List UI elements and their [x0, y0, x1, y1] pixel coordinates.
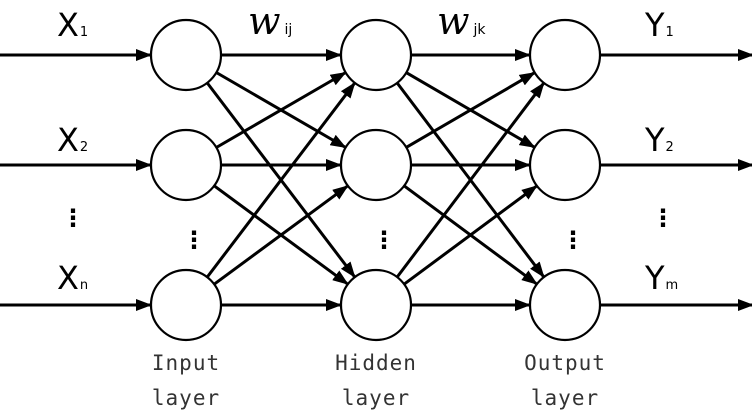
weight-symbol: w — [437, 0, 470, 43]
input-symbol: X — [57, 121, 79, 159]
connection-edge — [405, 71, 536, 149]
input-symbol: X — [57, 6, 79, 44]
connection-edge — [215, 71, 347, 149]
input-layer-caption-line2: layer — [152, 386, 220, 410]
output-ellipsis: ⋮ — [651, 204, 675, 232]
input-node-2 — [149, 128, 223, 202]
hidden-layer-caption-line2: layer — [342, 386, 410, 410]
input-symbol: X — [57, 259, 79, 297]
input-label-2: X2 — [57, 121, 88, 159]
layer-captions: Input layer Hidden layer Output layer — [152, 351, 606, 410]
connection-edge — [403, 185, 538, 286]
hidden-node-n — [339, 268, 413, 342]
input-arrows — [0, 49, 152, 311]
output-layer-caption-line1: Output — [524, 351, 606, 375]
output-layer-nodes — [528, 18, 602, 342]
output-node-1 — [528, 18, 602, 92]
output-labels: Y1 Y2 Ym — [644, 6, 678, 297]
weight-symbol: w — [248, 0, 281, 43]
connections — [206, 49, 545, 311]
hidden-node-ellipsis: ⋮ — [372, 226, 396, 254]
input-subscript: n — [80, 278, 88, 293]
hidden-node-2 — [339, 128, 413, 202]
output-symbol: Y — [644, 259, 665, 297]
connection-edge — [213, 185, 349, 286]
output-node-ellipsis: ⋮ — [561, 226, 585, 254]
output-node-2 — [528, 128, 602, 202]
output-subscript: 2 — [666, 140, 674, 155]
input-subscript: 2 — [80, 140, 88, 155]
output-label-2: Y2 — [644, 121, 674, 159]
hidden-node-1 — [339, 18, 413, 92]
input-node-ellipsis: ⋮ — [182, 226, 206, 254]
input-labels: X1 X2 Xn — [57, 6, 88, 297]
input-node-1 — [149, 18, 223, 92]
input-label-n: Xn — [57, 259, 88, 297]
hidden-layer-nodes — [339, 18, 413, 342]
input-layer-nodes — [149, 18, 223, 342]
output-layer-caption-line2: layer — [531, 386, 599, 410]
hidden-layer-caption-line1: Hidden — [335, 351, 417, 375]
weight-subscript: ij — [285, 22, 293, 38]
input-label-1: X1 — [57, 6, 88, 44]
input-node-n — [149, 268, 223, 342]
input-ellipsis: ⋮ — [61, 204, 85, 232]
weight-subscript: jk — [473, 22, 487, 38]
connection-edge — [206, 82, 356, 279]
connection-edge — [395, 82, 545, 279]
output-symbol: Y — [644, 121, 665, 159]
output-label-m: Ym — [644, 259, 678, 297]
output-arrows — [600, 49, 752, 311]
input-subscript: 1 — [80, 25, 88, 40]
output-node-m — [528, 268, 602, 342]
output-subscript: m — [666, 278, 679, 293]
output-label-1: Y1 — [644, 6, 674, 44]
output-subscript: 1 — [666, 25, 674, 40]
output-symbol: Y — [644, 6, 665, 44]
input-layer-caption-line1: Input — [152, 351, 220, 375]
